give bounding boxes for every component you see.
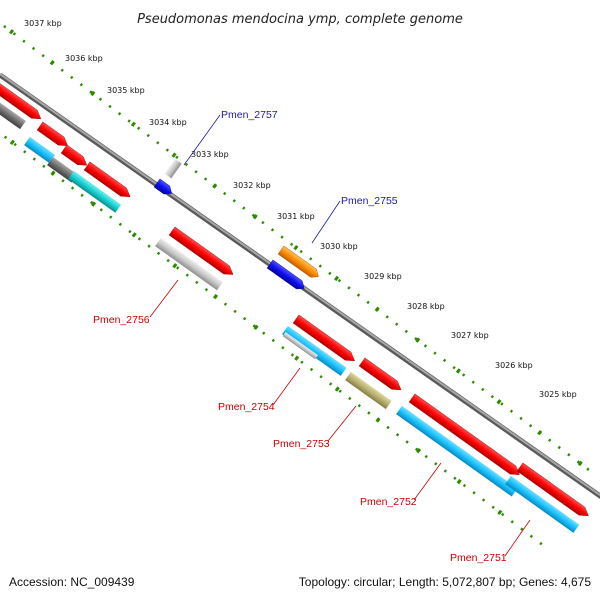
upper-tick-dots [0, 22, 600, 479]
gene-cyan-left [24, 136, 56, 164]
gene-red-left-3 [60, 144, 88, 166]
reverse-strand-genes [0, 79, 589, 533]
gene-pmen-2753 [345, 371, 392, 410]
leader-pmen-2753 [327, 405, 357, 442]
gene-label-pmen-2755[interactable]: Pmen_2755 [341, 195, 398, 207]
gene-pmen-2757 [153, 178, 172, 195]
gene-pmen-2754-red [292, 314, 355, 362]
gene-pmen-2756-red [168, 226, 234, 275]
ruler-ticks [0, 22, 600, 546]
forward-strand-genes [153, 159, 319, 290]
backbone-highlight [0, 73, 600, 497]
leader-pmen-2751 [504, 519, 531, 557]
tick-label-3030: 3030 kbp [320, 242, 358, 251]
gene-red-left-1 [0, 79, 42, 120]
gene-pmen-2754 [282, 325, 347, 376]
tick-label-3035: 3035 kbp [107, 86, 145, 95]
leader-pmen-2757 [183, 114, 221, 166]
leader-pmen-2755 [311, 200, 341, 244]
gene-pmen-2754-gray [282, 331, 319, 360]
gene-label-pmen-2753[interactable]: Pmen_2753 [273, 438, 330, 450]
accession-text: Accession: NC_009439 [9, 575, 135, 589]
gene-label-pmen-2751[interactable]: Pmen_2751 [450, 552, 507, 564]
gene-labels: Pmen_2757 Pmen_2755 Pmen_2756 Pmen_2754 … [93, 109, 507, 564]
gene-red-mid [358, 357, 402, 391]
tick-label-3029: 3029 kbp [364, 272, 402, 281]
gene-pmen-2756 [155, 237, 223, 291]
gene-teal-left [68, 170, 122, 213]
gene-pmen-2751-red [516, 462, 589, 516]
tick-label-3028: 3028 kbp [407, 302, 445, 311]
gene-darkgray-left [0, 98, 26, 130]
tick-label-3034: 3034 kbp [149, 118, 187, 127]
gene-label-pmen-2754[interactable]: Pmen_2754 [218, 401, 275, 413]
gene-label-pmen-2757[interactable]: Pmen_2757 [221, 109, 278, 121]
tick-label-3037: 3037 kbp [24, 19, 62, 28]
gene-red-left-2 [36, 121, 68, 146]
tick-label-3027: 3027 kbp [451, 331, 489, 340]
gene-label-pmen-2752[interactable]: Pmen_2752 [360, 496, 417, 508]
genome-title: Pseudomonas mendocina ymp, complete geno… [137, 12, 463, 27]
tick-label-3026: 3026 kbp [495, 361, 533, 370]
gene-darkgray-small [47, 156, 78, 183]
gene-pmen-2757-gray [164, 159, 182, 179]
tick-label-3025: 3025 kbp [539, 390, 577, 399]
leader-pmen-2754 [272, 367, 301, 406]
gene-pmen-2755 [277, 245, 319, 278]
genome-stats-text: Topology: circular; Length: 5,072,807 bp… [299, 575, 592, 589]
gene-blue-mid [266, 259, 305, 290]
label-leaders [149, 114, 531, 557]
tick-labels: 3037 kbp 3036 kbp 3035 kbp 3034 kbp 3033… [24, 19, 577, 399]
tick-label-3036: 3036 kbp [65, 54, 103, 63]
upper-tick-line [0, 22, 600, 479]
gene-red-left-4 [83, 161, 131, 197]
tick-label-3033: 3033 kbp [191, 150, 229, 159]
gene-pmen-2751 [505, 475, 580, 533]
gene-label-pmen-2756[interactable]: Pmen_2756 [93, 314, 150, 326]
gene-pmen-2752 [396, 405, 518, 497]
lower-tick-line [3, 135, 543, 546]
tick-label-3031: 3031 kbp [277, 212, 315, 221]
leader-pmen-2752 [413, 462, 442, 501]
gene-pmen-2752-red [408, 393, 520, 475]
genome-backbone [0, 72, 600, 500]
leader-pmen-2756 [149, 279, 179, 318]
tick-label-3032: 3032 kbp [233, 181, 271, 190]
